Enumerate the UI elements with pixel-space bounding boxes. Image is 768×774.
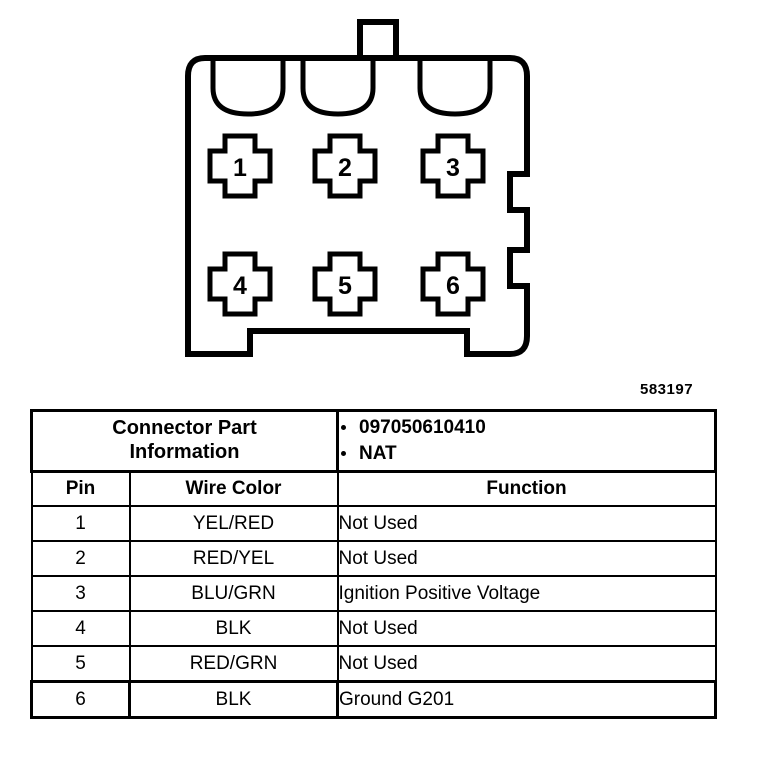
pin-cavity-3: 3: [420, 133, 486, 199]
part-info-line-2: Information: [129, 441, 240, 463]
cell-function: Ground G201: [336, 680, 717, 719]
cell-pin: 6: [30, 680, 131, 719]
pin-cavity-1: 1: [207, 133, 273, 199]
wire-cavity-3: [417, 60, 493, 117]
cell-wire-color: BLU/GRN: [128, 575, 339, 612]
column-header-pin: Pin: [30, 470, 131, 507]
pin-cavity-2-shape: [312, 133, 378, 199]
pin-cavity-3-shape: [420, 133, 486, 199]
cell-wire-color: YEL/RED: [128, 505, 339, 542]
wire-cavity-1: [210, 60, 286, 117]
cell-pin: 3: [30, 575, 131, 612]
cell-function: Ignition Positive Voltage: [336, 575, 717, 612]
cell-wire-color: BLK: [128, 680, 339, 719]
table-row: 2 RED/YEL Not Used: [30, 540, 717, 577]
pin-cavity-6-shape: [420, 251, 486, 317]
pin-cavity-4-number: 4: [233, 272, 247, 300]
pin-cavity-4-shape: [207, 251, 273, 317]
connector-body-outline: [185, 19, 530, 357]
pin-cavity-2: 2: [312, 133, 378, 199]
table-row: 5 RED/GRN Not Used: [30, 645, 717, 683]
pin-cavity-2-number: 2: [338, 154, 352, 182]
cell-pin: 5: [30, 645, 131, 683]
pin-cavity-5-shape: [312, 251, 378, 317]
part-number-item: NAT: [339, 441, 714, 467]
table-header-row: Pin Wire Color Function: [30, 470, 717, 507]
part-number-list: 097050610410 NAT: [339, 415, 714, 467]
cell-function: Not Used: [336, 645, 717, 683]
pinout-table-container: Connector Part Information 097050610410 …: [30, 409, 717, 719]
table-row: 4 BLK Not Used: [30, 610, 717, 647]
part-info-line-1: Connector Part: [112, 417, 257, 440]
cell-function: Not Used: [336, 505, 717, 542]
cell-pin: 1: [30, 505, 131, 542]
cell-wire-color: RED/YEL: [128, 540, 339, 577]
table-row-part-info: Connector Part Information 097050610410 …: [30, 409, 717, 473]
cell-pin: 2: [30, 540, 131, 577]
table-row: 6 BLK Ground G201: [30, 680, 717, 719]
pin-cavity-5-number: 5: [338, 272, 352, 300]
pin-cavity-6-number: 6: [446, 272, 460, 300]
cell-function: Not Used: [336, 540, 717, 577]
table-row: 1 YEL/RED Not Used: [30, 505, 717, 542]
wire-cavity-2: [300, 60, 376, 117]
cell-wire-color: BLK: [128, 610, 339, 647]
cell-function: Not Used: [336, 610, 717, 647]
connector-part-information-label: Connector Part Information: [30, 409, 339, 473]
pinout-table: Connector Part Information 097050610410 …: [30, 409, 717, 719]
connector-face-diagram: 1 2 3 4 5: [180, 14, 560, 374]
pin-cavity-3-number: 3: [446, 154, 460, 182]
figure-id-label: 583197: [640, 381, 694, 398]
connector-svg: 1 2 3 4 5: [185, 19, 530, 357]
cell-pin: 4: [30, 610, 131, 647]
pin-cavity-4: 4: [207, 251, 273, 317]
pin-cavity-1-number: 1: [233, 154, 247, 182]
pin-cavity-1-shape: [207, 133, 273, 199]
column-header-wire-color: Wire Color: [128, 470, 339, 507]
pin-cavity-6: 6: [420, 251, 486, 317]
column-header-function: Function: [336, 470, 717, 507]
connector-part-numbers-cell: 097050610410 NAT: [336, 409, 717, 473]
pin-cavity-5: 5: [312, 251, 378, 317]
table-row: 3 BLU/GRN Ignition Positive Voltage: [30, 575, 717, 612]
cell-wire-color: RED/GRN: [128, 645, 339, 683]
part-number-item: 097050610410: [339, 415, 714, 441]
